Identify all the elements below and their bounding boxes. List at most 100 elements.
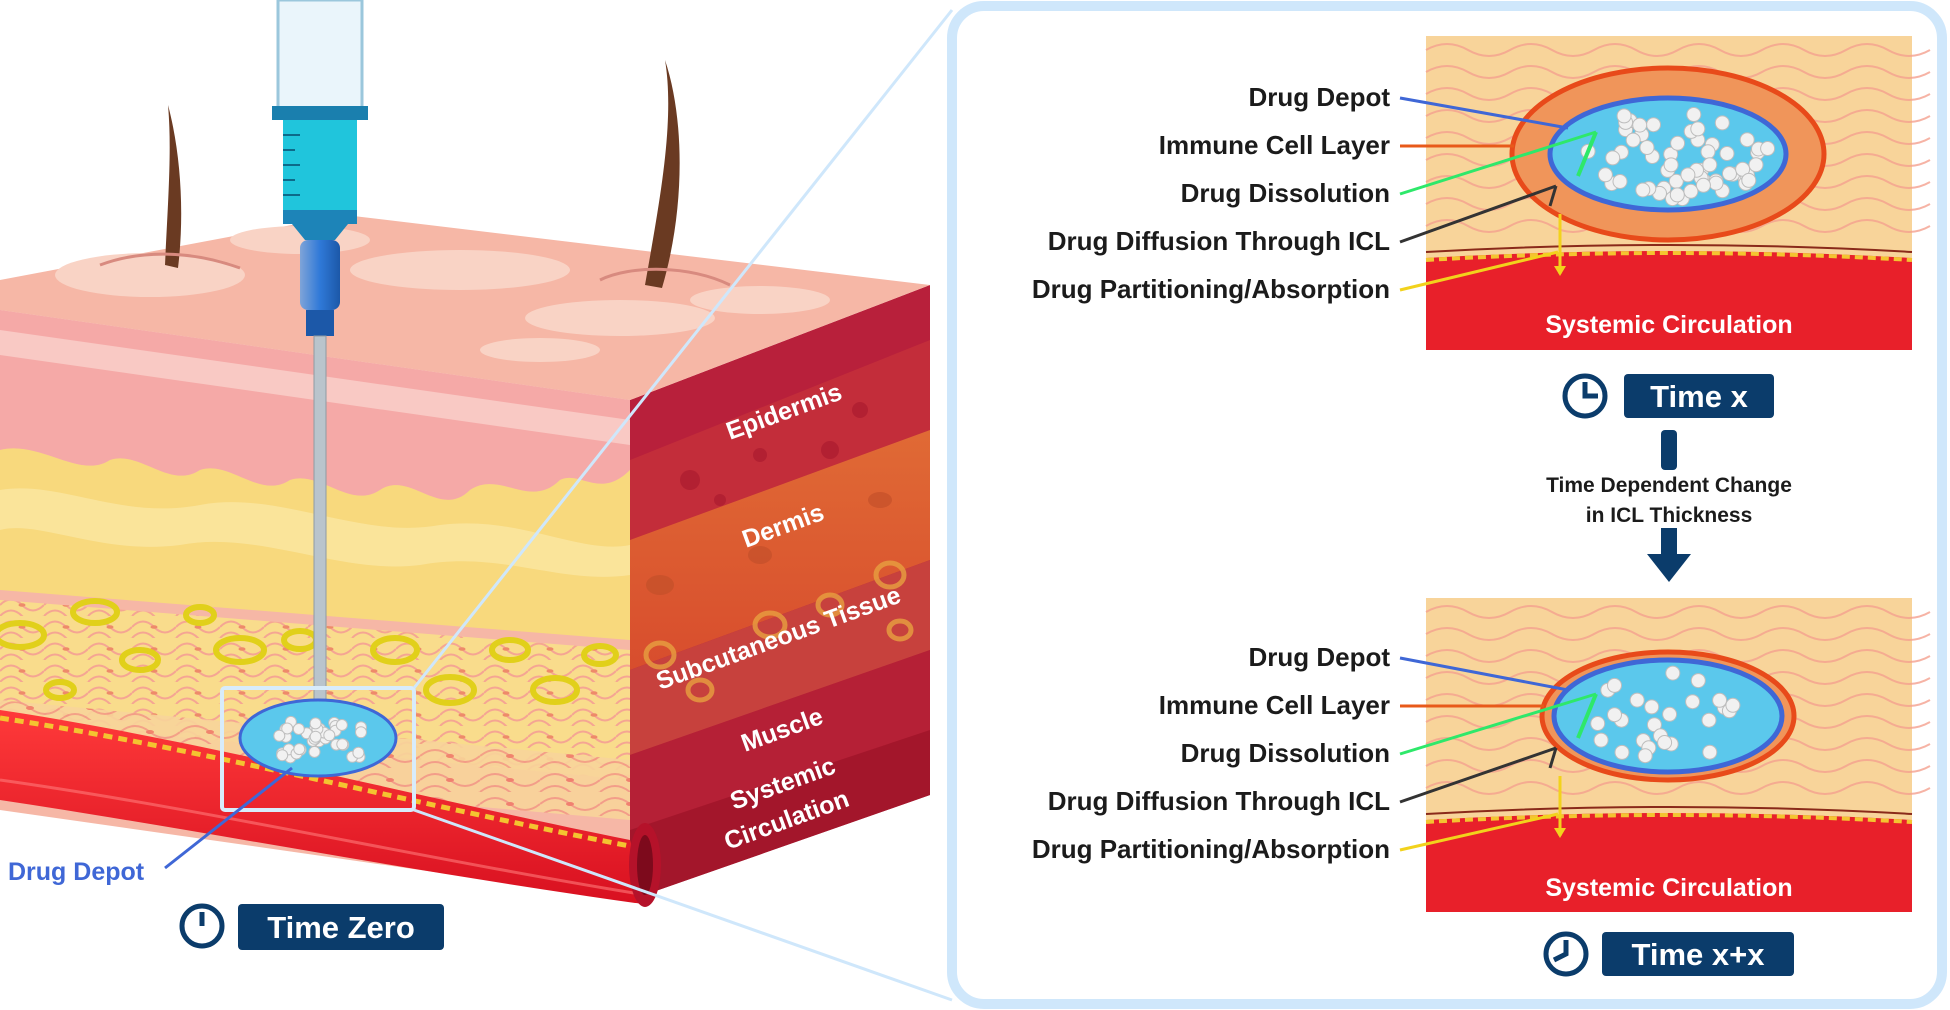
drug-particle — [1680, 167, 1696, 183]
drug-particle — [1683, 183, 1699, 199]
drug-particle — [1685, 694, 1701, 710]
leader-diffusion — [1399, 746, 1557, 804]
vessel-wall — [1425, 251, 1913, 262]
clock-icon — [1543, 931, 1589, 977]
bottom-systemic-label: Systemic Circulation — [1545, 874, 1792, 902]
drug-particle — [1625, 132, 1641, 148]
skin-cross-section — [0, 0, 930, 907]
top-label-partitioning: Drug Partitioning/Absorption — [1032, 274, 1390, 304]
skin-drug-depot — [238, 698, 398, 778]
top-label-icl: Immune Cell Layer — [1159, 130, 1390, 160]
leader-partitioning — [1399, 812, 1559, 852]
drug-particle — [273, 729, 286, 742]
zoom-line — [412, 9, 954, 689]
drug-particle — [1657, 735, 1673, 750]
leader-dissolution — [1399, 130, 1597, 196]
drug-particle — [1670, 135, 1686, 151]
drug-particle — [276, 749, 289, 762]
leader-lines — [1399, 656, 1597, 852]
panel-time-xx — [1425, 598, 1931, 912]
drug-particle — [1607, 677, 1622, 693]
bottom-labels: Drug Depot Immune Cell Layer Drug Dissol… — [1032, 642, 1391, 864]
bottom-label-icl: Immune Cell Layer — [1159, 690, 1390, 720]
drug-particle — [1695, 177, 1711, 193]
drug-particle — [1632, 117, 1648, 133]
bottom-label-dissolution: Drug Dissolution — [1181, 738, 1390, 768]
vessel-edge — [1425, 244, 1913, 253]
hair — [645, 60, 680, 288]
drug-particle — [1708, 175, 1724, 191]
time-xx-badge: Time x+x — [1543, 931, 1794, 977]
drug-particle — [1605, 150, 1621, 166]
tissue-fiber — [1425, 43, 1931, 57]
drug-particle — [1614, 744, 1630, 760]
drug-particle — [1665, 665, 1681, 681]
transition: Time Dependent Change in ICL Thickness — [1546, 430, 1792, 582]
partition-arrow-head — [1554, 828, 1566, 838]
drug-particle — [1629, 692, 1645, 708]
down-arrow-icon — [1647, 554, 1691, 582]
drug-particle — [1701, 712, 1717, 728]
drug-particle — [309, 717, 322, 730]
drug-particle — [1690, 673, 1706, 689]
drug-particle — [1686, 107, 1702, 122]
time-xx-text: Time x+x — [1632, 937, 1766, 972]
drug-particle — [308, 745, 321, 758]
bottom-label-partitioning: Drug Partitioning/Absorption — [1032, 834, 1390, 864]
syringe-icon — [272, 0, 368, 729]
drug-particle — [1741, 172, 1757, 188]
bottom-label-drug-depot: Drug Depot — [1248, 642, 1390, 672]
drug-particle — [1719, 146, 1735, 161]
time-x-badge: Time x — [1562, 373, 1774, 419]
panel-time-x — [1425, 36, 1931, 350]
drug-particle — [1702, 157, 1718, 173]
blood-band — [1426, 251, 1912, 350]
diffusion-arrow — [1548, 747, 1558, 769]
clock-icon — [1562, 373, 1608, 419]
leader-drug-depot — [1399, 656, 1569, 692]
top-systemic-label: Systemic Circulation — [1545, 311, 1792, 339]
vessel-wall — [1425, 813, 1913, 824]
drug-particle — [1760, 141, 1776, 156]
drug-particle — [1637, 748, 1653, 764]
drug-particle — [309, 730, 322, 743]
leader-lines — [1399, 96, 1597, 292]
drug-particle — [355, 726, 367, 739]
transition-line-1: Time Dependent Change — [1546, 474, 1792, 497]
drug-particle — [1690, 121, 1706, 137]
drug-particle — [1646, 117, 1661, 133]
blood-band — [1426, 813, 1912, 912]
top-label-drug-depot: Drug Depot — [1248, 82, 1390, 112]
blood-vessel — [0, 710, 650, 905]
drug-particle — [1616, 108, 1632, 124]
drug-particle — [1714, 115, 1730, 131]
time-zero-text: Time Zero — [267, 910, 415, 945]
drug-particle — [1662, 706, 1678, 722]
drug-particle — [1590, 716, 1606, 731]
tissue-fiber — [1425, 605, 1931, 619]
tissue-fiber — [1425, 781, 1931, 795]
drug-particle — [292, 723, 305, 735]
diffusion-arrow — [1548, 185, 1558, 207]
vessel-edge — [1425, 806, 1913, 815]
partition-arrow-head — [1554, 266, 1566, 276]
drug-particle — [1700, 144, 1716, 160]
drug-particle — [1725, 697, 1741, 713]
drug-particle — [1702, 744, 1718, 760]
zoom-box — [220, 686, 416, 812]
drug-particle — [336, 738, 349, 751]
drug-particle — [1593, 732, 1609, 748]
drug-particle — [335, 719, 348, 731]
leader-diffusion — [1399, 184, 1557, 244]
drug-particle — [1639, 140, 1655, 155]
tissue-fiber — [1425, 627, 1931, 641]
drug-particle — [1669, 187, 1685, 203]
drug-depot-leader — [164, 766, 293, 870]
skin-top-face — [0, 215, 930, 400]
left-drug-depot-label: Drug Depot — [8, 858, 145, 886]
drug-particle — [1612, 174, 1628, 189]
bottom-label-diffusion: Drug Diffusion Through ICL — [1048, 786, 1390, 816]
drug-particle — [293, 743, 306, 756]
drug-particle — [1663, 157, 1679, 173]
